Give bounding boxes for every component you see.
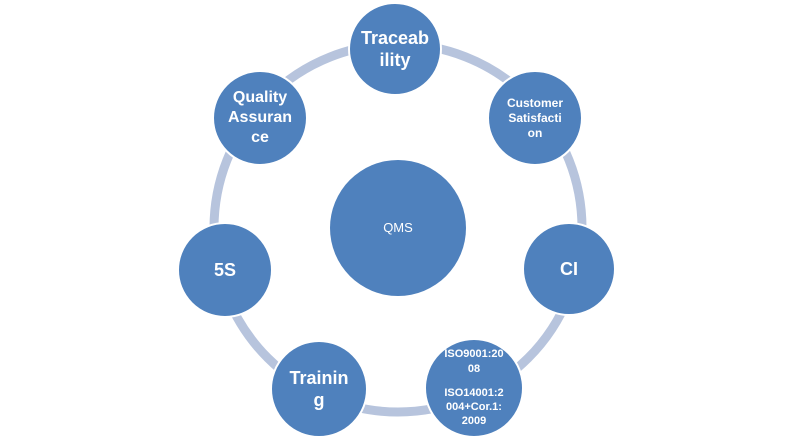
node-training: Trainin g [270,340,368,438]
node-training-line1: Trainin [289,367,349,388]
node-customer-line1: Customer [506,95,563,110]
node-traceability-line1: Traceab [360,27,430,48]
center-label: QMS [383,219,413,235]
node-5s: 5S [177,222,273,318]
node-qa-line1: Quality [232,89,288,106]
node-training-line2: g [313,390,325,410]
node-5s-label: 5S [213,259,237,280]
node-iso: ISO9001:20 08 ISO14001:2 004+Cor.1: 2009 [424,338,524,438]
node-qa-line2: Assuran [227,109,293,126]
node-iso-line4: 004+Cor.1: [446,401,502,414]
node-iso-line5: 2009 [461,415,487,428]
node-ci-label: CI [560,258,578,279]
node-quality-assurance: Quality Assuran ce [212,70,308,166]
center-node-qms: QMS [330,160,466,296]
node-customer-line3: on [527,125,543,140]
node-iso-line2: 08 [467,362,481,375]
node-traceability: Traceab ility [348,2,442,96]
node-customer-line2: Satisfacti [508,110,562,125]
node-customer-satisfaction: Customer Satisfacti on [487,70,583,166]
node-iso-line1: ISO9001:20 [444,348,504,361]
node-ci: CI [522,222,616,316]
node-traceability-line2: ility [379,50,411,70]
node-iso-line3: ISO14001:2 [444,386,504,399]
node-qa-line3: ce [251,129,269,146]
